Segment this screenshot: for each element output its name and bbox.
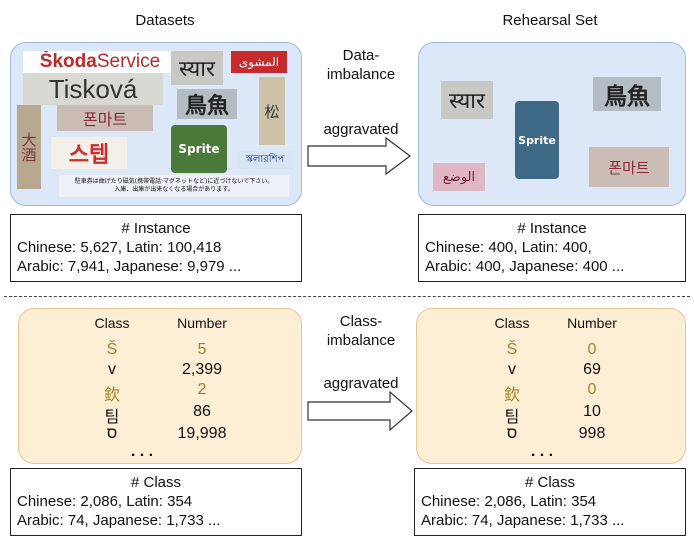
instance-left-line-2: Arabic: 7,941, Japanese: 9,979 ... bbox=[17, 258, 242, 275]
vertical-chinese-sign: 大酒 bbox=[17, 105, 41, 189]
class-right-head: # Class bbox=[524, 474, 576, 491]
right-row-3-number: 10 bbox=[583, 403, 601, 420]
instance-left-head: # Instance bbox=[121, 220, 191, 237]
rehearsal-fish-sign: 鳥魚 bbox=[593, 77, 661, 111]
right-row-1-number: 69 bbox=[583, 361, 601, 378]
service-text: Service bbox=[96, 51, 161, 72]
rehearsal-arabic-sign: الوضع bbox=[433, 163, 485, 191]
korean-sign-2: 스텝 bbox=[51, 137, 127, 169]
left-row-3-class: 팀 bbox=[104, 409, 120, 426]
rehearsal-hindi-sign: स्यार bbox=[441, 81, 493, 119]
soda-can-image: Sprite bbox=[171, 125, 227, 173]
rehearsal-panel: स्यार Sprite 鳥魚 الوضع 폰마트 bbox=[418, 42, 686, 206]
korean-sign-1: 폰마트 bbox=[57, 105, 153, 131]
section-divider bbox=[4, 296, 690, 297]
arrow-bottom-line-2: imbalance bbox=[326, 332, 396, 349]
tiskova-sign: Tisková bbox=[23, 73, 163, 105]
instance-right-line-2: Arabic: 400, Japanese: 400 ... bbox=[425, 258, 625, 275]
left-row-2-number: 2 bbox=[197, 381, 207, 398]
right-row-0-class: Š bbox=[506, 341, 518, 358]
arrow-top-icon bbox=[307, 136, 411, 176]
arrow-top-line-2: imbalance bbox=[326, 66, 396, 83]
arrow-top-line-1: Data- bbox=[342, 47, 380, 64]
right-header-class: Class bbox=[494, 315, 530, 331]
notice-line-1: 駐車券は曲げたり磁気(携帯電話·マグネットなど)に近づけないで下さい。 bbox=[74, 178, 274, 185]
class-left-line-1: Chinese: 2,086, Latin: 354 bbox=[17, 493, 193, 510]
left-header-class: Class bbox=[94, 315, 130, 331]
left-row-1-class: v bbox=[108, 361, 116, 378]
class-left-box: # Class Chinese: 2,086, Latin: 354 Arabi… bbox=[10, 468, 302, 536]
instance-left-line-1: Chinese: 5,627, Latin: 100,418 bbox=[17, 239, 222, 256]
class-right-box: # Class Chinese: 2,086, Latin: 354 Arabi… bbox=[414, 468, 686, 536]
left-row-0-class: Š bbox=[106, 341, 118, 358]
arrow-top-label: Data- imbalance bbox=[306, 46, 416, 84]
bengali-sign: স্কলারশিপ bbox=[237, 151, 293, 169]
instance-left-box: # Instance Chinese: 5,627, Latin: 100,41… bbox=[10, 214, 302, 282]
left-row-1-number: 2,399 bbox=[181, 361, 223, 378]
right-ellipsis: . . . bbox=[530, 443, 554, 460]
left-row-3-number: 86 bbox=[193, 403, 211, 420]
rehearsal-korean-sign: 폰마트 bbox=[589, 147, 669, 187]
instance-right-box: # Instance Chinese: 400, Latin: 400, Ara… bbox=[418, 214, 686, 282]
arrow-bottom-icon bbox=[307, 390, 413, 432]
left-row-4-number: 19,998 bbox=[177, 425, 227, 442]
class-left-head: # Class bbox=[130, 474, 182, 491]
instance-right-line-1: Chinese: 400, Latin: 400, bbox=[425, 239, 592, 256]
class-right-line-2: Arabic: 74, Japanese: 1,733 ... bbox=[421, 512, 625, 529]
vertical-japanese-sign: 松 bbox=[259, 77, 285, 145]
class-table-right-panel: Class Number Š 0 v 69 欽 0 팀 10 ס 998 . .… bbox=[416, 308, 686, 464]
arrow-bottom-line-1: Class- bbox=[339, 313, 383, 330]
arrow-bottom-label: Class- imbalance bbox=[306, 312, 416, 350]
skoda-text: Škoda bbox=[39, 51, 97, 72]
instance-right-head: # Instance bbox=[517, 220, 587, 237]
right-row-0-number: 0 bbox=[587, 341, 597, 358]
right-row-3-class: 팀 bbox=[504, 409, 520, 426]
class-table-left-panel: Class Number Š 5 v 2,399 欽 2 팀 86 ס 19,9… bbox=[18, 308, 302, 464]
arrow-bottom-label-3: aggravated bbox=[323, 375, 399, 392]
rehearsal-soda-can: Sprite bbox=[515, 101, 559, 179]
left-row-4-class: ס bbox=[106, 425, 118, 442]
left-row-2-class: 欽 bbox=[103, 387, 120, 404]
right-row-4-class: ס bbox=[506, 425, 518, 442]
rehearsal-title: Rehearsal Set bbox=[502, 12, 598, 29]
hindi-sign: स्यार bbox=[171, 51, 223, 85]
right-row-1-class: v bbox=[508, 361, 516, 378]
arabic-red-sign: المشوى bbox=[231, 51, 287, 73]
right-row-2-class: 欽 bbox=[503, 387, 520, 404]
notice-line-2: 入庫、出庫が出来なくなる場合があります。 bbox=[114, 186, 234, 193]
datasets-title: Datasets bbox=[135, 12, 195, 29]
arrow-top-label-3: aggravated bbox=[323, 121, 399, 138]
japanese-fish-sign: 鳥魚 bbox=[177, 89, 237, 119]
class-right-line-1: Chinese: 2,086, Latin: 354 bbox=[421, 493, 597, 510]
japanese-notice: 駐車券は曲げたり磁気(携帯電話·マグネットなど)に近づけないで下さい。 入庫、出… bbox=[59, 175, 289, 197]
right-header-number: Number bbox=[567, 315, 617, 331]
class-left-line-2: Arabic: 74, Japanese: 1,733 ... bbox=[17, 512, 221, 529]
left-header-number: Number bbox=[177, 315, 227, 331]
left-ellipsis: . . . bbox=[130, 443, 154, 460]
right-row-2-number: 0 bbox=[587, 381, 597, 398]
right-row-4-number: 998 bbox=[578, 425, 606, 442]
left-row-0-number: 5 bbox=[197, 341, 207, 358]
